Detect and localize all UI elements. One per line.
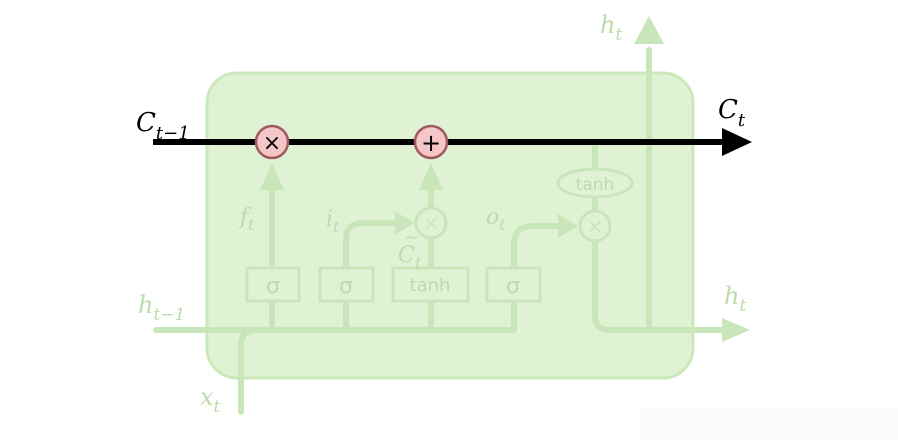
svg-text:×: × (587, 214, 604, 238)
neural-layers: σ σ tanh σ (245, 266, 542, 303)
label-cell-prev: Ct−1 (136, 108, 190, 144)
label-hidden-out-right: ht (724, 282, 746, 316)
add-op: + (413, 124, 449, 160)
label-hidden-out-top: ht (600, 11, 622, 45)
forget-sigma-layer: σ (245, 266, 301, 303)
hidden-output-line (592, 237, 725, 333)
output-arrowhead (558, 214, 578, 238)
faded-multiply-ops: × × (414, 206, 612, 243)
output-tanh-op: tanh (556, 167, 634, 199)
forget-arrowhead (260, 163, 284, 190)
svg-text:σ: σ (339, 274, 353, 299)
input-arrowhead (395, 211, 414, 235)
svg-text:×: × (423, 211, 440, 235)
candidate-arrowhead (419, 163, 443, 190)
label-cell-next: Ct (718, 95, 746, 131)
svg-text:×: × (263, 131, 281, 156)
x-input-line (238, 327, 259, 415)
svg-text:σ: σ (506, 274, 520, 299)
svg-text:+: + (421, 129, 441, 157)
hidden-up-arrowhead (634, 16, 664, 44)
input-sigma-layer: σ (318, 266, 375, 303)
label-hidden-prev: ht−1 (138, 291, 185, 325)
faded-wiring (153, 47, 725, 415)
svg-text:tanh: tanh (410, 275, 451, 296)
label-input-gate: it (326, 207, 340, 236)
background-patch (640, 408, 898, 440)
forget-multiply-op: × (254, 124, 290, 160)
input-multiply-op: × (414, 206, 448, 240)
label-input-x: xt (200, 383, 221, 417)
candidate-tanh-layer: tanh (391, 266, 470, 303)
output-multiply-op: × (578, 209, 612, 243)
svg-text:σ: σ (266, 274, 280, 299)
output-sigma-layer: σ (485, 266, 542, 303)
faded-arrowheads (260, 16, 750, 342)
label-candidate: ~ Ct (398, 227, 422, 272)
label-output-gate: ot (486, 205, 506, 234)
svg-text:~: ~ (404, 227, 419, 248)
svg-text:Ct: Ct (398, 243, 422, 272)
output-gate-line (511, 223, 563, 333)
hidden-right-arrowhead (722, 318, 750, 342)
svg-text:tanh: tanh (576, 175, 615, 195)
cell-state-arrowhead (722, 128, 752, 156)
input-gate-line (343, 220, 399, 333)
